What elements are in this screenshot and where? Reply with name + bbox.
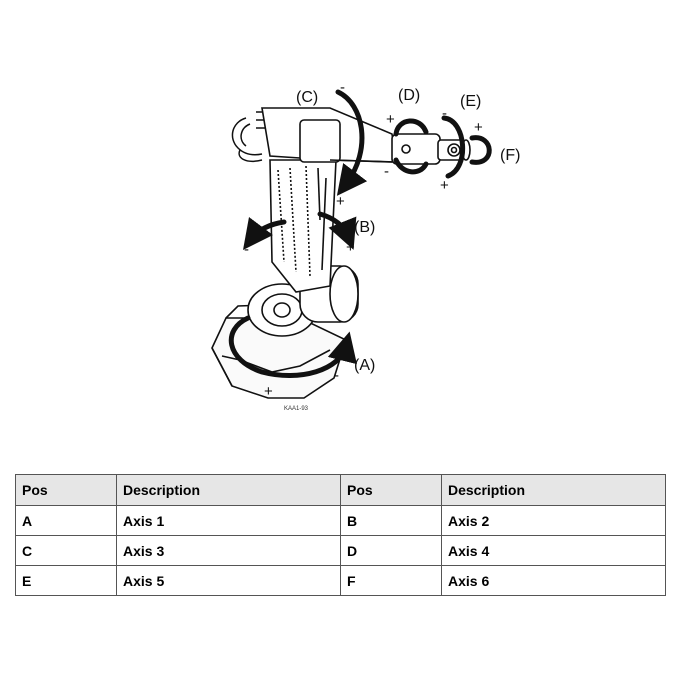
- header-pos-1: Pos: [15, 474, 117, 506]
- table-cell: Axis 4: [441, 535, 666, 566]
- table-cell: Axis 2: [441, 505, 666, 536]
- robot-wrist: [391, 133, 471, 165]
- header-description-2: Description: [441, 474, 666, 506]
- axis-a-arrow: [228, 315, 357, 378]
- sign-c-minus: -: [340, 79, 345, 96]
- table-cell: Axis 6: [441, 565, 666, 596]
- sign-b-plus: +: [346, 239, 355, 256]
- table-row: C Axis 3 D Axis 4: [15, 535, 666, 566]
- figure-code: KAA1-93: [284, 406, 309, 412]
- table-cell: F: [340, 565, 442, 596]
- axis-b-minus-arrow: [242, 216, 287, 250]
- sign-e-plus: +: [440, 177, 449, 194]
- header-pos-2: Pos: [340, 474, 442, 506]
- sign-e-minus: -: [442, 105, 447, 122]
- sign-a-minus: -: [334, 367, 339, 384]
- table-cell: Axis 1: [116, 505, 341, 536]
- sign-d-minus: -: [384, 163, 389, 180]
- sign-f-plus: +: [474, 119, 483, 136]
- rotation-arrows: [228, 89, 492, 378]
- label-d: (D): [398, 87, 420, 104]
- axis-c-arrow: [335, 89, 368, 196]
- axis-f-arrow: [469, 135, 492, 165]
- sign-a-plus: +: [264, 383, 273, 400]
- sign-d-plus: +: [386, 111, 395, 128]
- table-cell: E: [15, 565, 117, 596]
- table-header-row: Pos Description Pos Description: [15, 474, 666, 506]
- table-cell: A: [15, 505, 117, 536]
- axis-e-arrow: [441, 115, 465, 179]
- axis-table: Pos Description Pos Description A Axis 1…: [15, 474, 666, 596]
- robot-axes-diagram: (C) (D) (E) (F) (B) (A) - + + - - + + - …: [211, 79, 520, 412]
- robot-upper-arm: [261, 107, 397, 163]
- sign-b-minus: -: [244, 241, 249, 258]
- table-cell: D: [340, 535, 442, 566]
- table-cell: B: [340, 505, 442, 536]
- table-row: E Axis 5 F Axis 6: [15, 565, 666, 596]
- label-e: (E): [460, 93, 481, 110]
- label-f: (F): [500, 147, 520, 164]
- label-a: (A): [354, 357, 375, 374]
- table-row: A Axis 1 B Axis 2: [15, 505, 666, 536]
- table-cell: Axis 5: [116, 565, 341, 596]
- sign-c-plus: +: [336, 193, 345, 210]
- axis-b-plus-arrow: [317, 211, 357, 250]
- axis-d-arrow: [393, 118, 429, 175]
- table-cell: C: [15, 535, 117, 566]
- label-b: (B): [354, 219, 375, 236]
- table-cell: Axis 3: [116, 535, 341, 566]
- robot-lower-arm: [269, 159, 337, 293]
- robot-turret: [247, 265, 359, 337]
- label-c: (C): [296, 89, 318, 106]
- header-description-1: Description: [116, 474, 341, 506]
